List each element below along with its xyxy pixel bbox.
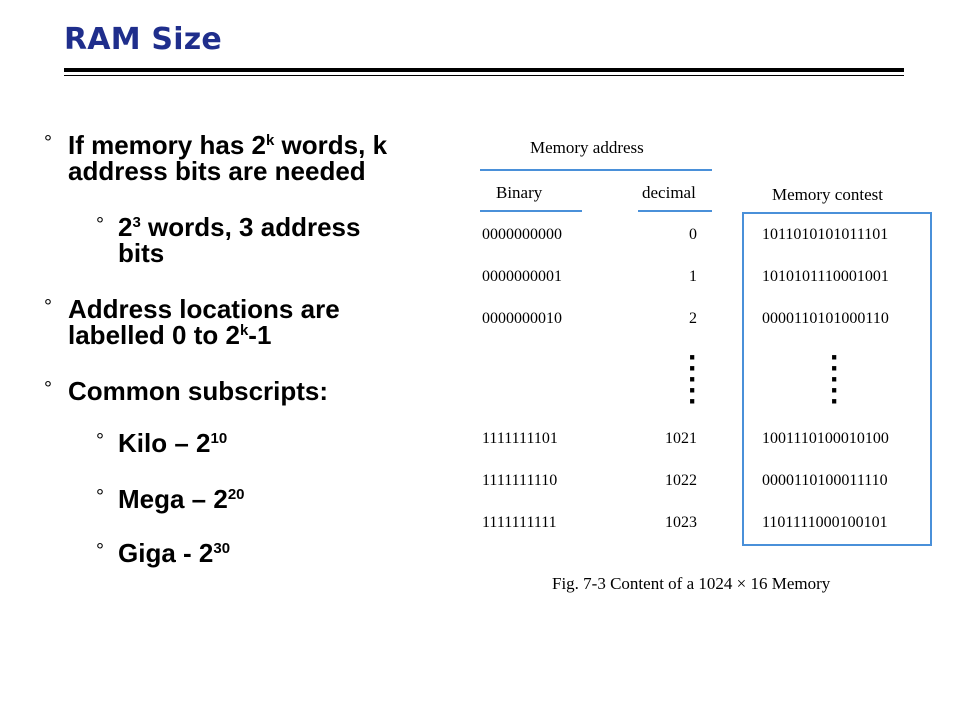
bullet-text: bits	[118, 238, 165, 268]
bullet-memory-words: ° If memory has 2k words, k address bits…	[44, 132, 387, 184]
bullet-marker: °	[44, 132, 52, 154]
header-memory-address: Memory address	[530, 138, 644, 157]
cell-binary: 1111111111	[482, 514, 557, 531]
bullet-text: Address locations are	[68, 294, 340, 324]
bullet-text: Kilo – 2	[118, 428, 211, 458]
bullet-marker: °	[96, 430, 104, 452]
cell-decimal: 1022	[665, 472, 697, 489]
slide-title: RAM Size	[64, 22, 222, 57]
cell-content: 1010101110001001	[762, 268, 889, 285]
cell-content: 1001110100010100	[762, 430, 889, 447]
title-rule-thick	[64, 68, 904, 72]
superscript: k	[239, 322, 249, 339]
superscript: 3	[132, 214, 141, 231]
bullet-kilo: ° Kilo – 210	[96, 430, 227, 456]
header-decimal-rule	[638, 210, 712, 212]
bullet-marker: °	[44, 378, 52, 400]
bullet-text: labelled 0 to 2	[68, 320, 240, 350]
cell-binary: 0000000000	[482, 226, 562, 243]
cell-content: 0000110100011110	[762, 472, 888, 489]
bullet-marker: °	[96, 486, 104, 508]
dots-decimal: ·····	[688, 341, 698, 418]
bullet-text: words, 3 address	[140, 212, 361, 242]
cell-content: 1101111000100101	[762, 514, 888, 531]
bullet-text: address bits are needed	[68, 156, 366, 186]
memory-content-box	[742, 212, 932, 546]
cell-binary: 0000000010	[482, 310, 562, 327]
header-memory-content: Memory contest	[772, 185, 883, 204]
bullet-address-locations: ° Address locations are labelled 0 to 2k…	[44, 296, 340, 348]
header-binary: Binary	[496, 183, 543, 202]
bullet-example-words: ° 23 words, 3 address bits	[96, 214, 360, 266]
bullet-marker: °	[96, 540, 104, 562]
title-rule-thin	[64, 75, 904, 76]
bullet-mega: ° Mega – 220	[96, 486, 245, 512]
superscript: 20	[227, 486, 245, 503]
cell-decimal: 1021	[665, 430, 697, 447]
superscript: k	[265, 132, 275, 149]
dots-content: ·····	[830, 341, 840, 418]
cell-decimal: 2	[689, 310, 697, 327]
header-address-rule	[480, 169, 712, 171]
bullet-marker: °	[96, 214, 104, 236]
bullet-giga: ° Giga - 230	[96, 540, 230, 566]
cell-decimal: 1	[689, 268, 697, 285]
cell-decimal: 1023	[665, 514, 697, 531]
header-binary-rule	[480, 210, 582, 212]
header-decimal: decimal	[642, 183, 696, 202]
cell-content: 0000110101000110	[762, 310, 889, 327]
bullet-marker: °	[44, 296, 52, 318]
bullet-text: If memory has 2	[68, 130, 266, 160]
bullet-text: Common subscripts:	[68, 376, 329, 406]
bullet-common-subscripts: ° Common subscripts:	[44, 378, 328, 404]
figure-caption: Fig. 7-3 Content of a 1024 × 16 Memory	[552, 574, 831, 593]
bullet-text: -1	[248, 320, 272, 350]
cell-content: 1011010101011101	[762, 226, 889, 243]
bullet-text: 2	[118, 212, 133, 242]
superscript: 10	[210, 430, 228, 447]
cell-binary: 0000000001	[482, 268, 562, 285]
bullet-text: words, k	[274, 130, 388, 160]
cell-binary: 1111111110	[482, 472, 558, 489]
bullet-text: Mega – 2	[118, 484, 228, 514]
superscript: 30	[213, 540, 231, 557]
cell-decimal: 0	[689, 226, 697, 243]
cell-binary: 1111111101	[482, 430, 558, 447]
bullet-text: Giga - 2	[118, 538, 214, 568]
